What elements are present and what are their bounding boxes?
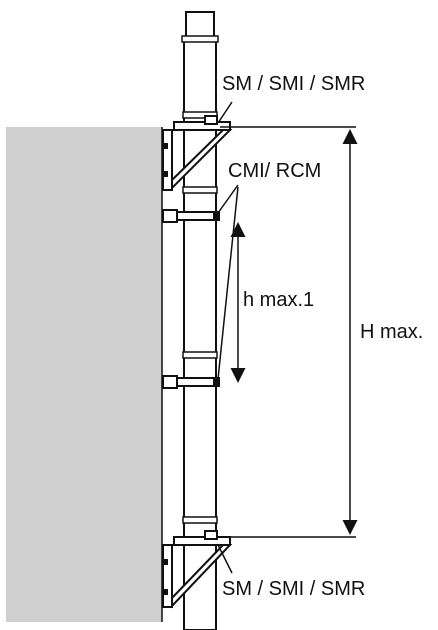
top-bracket-label: SM / SMI / SMR [222, 73, 365, 95]
bottom-bracket-label: SM / SMI / SMR [222, 578, 365, 600]
top-wall-bracket [162, 115, 233, 191]
pipe-joints [182, 111, 218, 524]
H-dimension-label: H max. [360, 321, 423, 343]
wall-clamp-lower [162, 375, 220, 389]
pipe-joint [182, 351, 218, 359]
pipe-joint [182, 186, 218, 194]
wall [6, 127, 162, 622]
pipe-top-cap [185, 11, 215, 39]
pipe-collar [181, 35, 219, 43]
wall-clamp-upper [162, 209, 220, 223]
pipe-joint [182, 516, 218, 524]
h-dimension-label: h max.1 [243, 289, 314, 311]
middle-clamps-label: CMI/ RCM [228, 160, 321, 182]
dimension-lines [220, 126, 358, 538]
bottom-wall-bracket [162, 530, 233, 609]
leader-lines [217, 101, 239, 574]
